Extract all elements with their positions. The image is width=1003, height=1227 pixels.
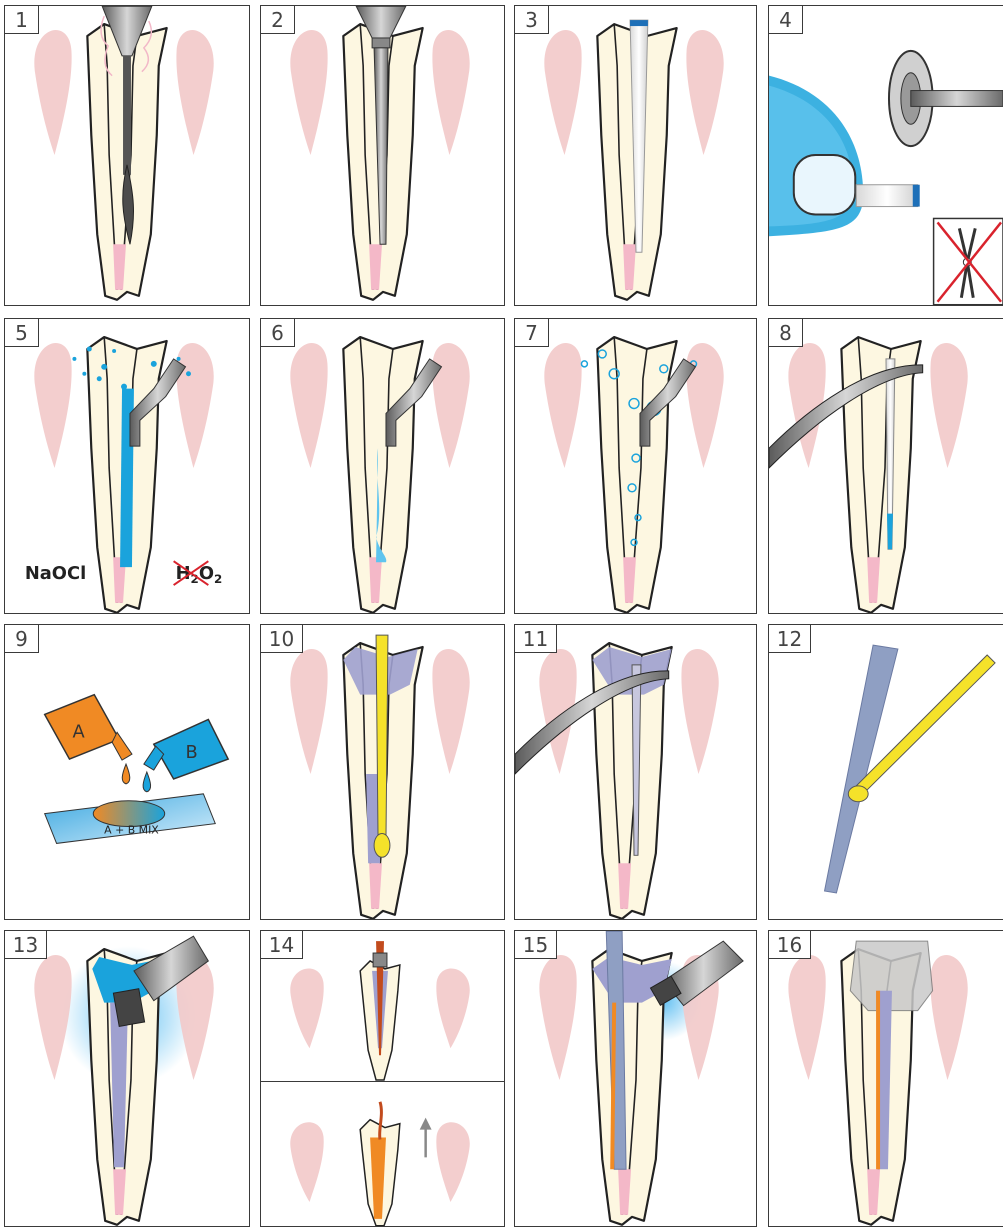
h2o2-crossed-label: H2O2	[174, 561, 223, 586]
step-number: 7	[515, 319, 549, 347]
tooth-illustration	[261, 319, 504, 613]
tooth-illustration	[5, 6, 249, 305]
step-number: 13	[5, 931, 47, 959]
step-number: 11	[515, 625, 557, 653]
step-panel-9: A + B MIX A B 9	[4, 624, 250, 920]
step-number: 15	[515, 931, 557, 959]
tooth-illustration	[515, 319, 756, 613]
step-number: 10	[261, 625, 303, 653]
mixing-illustration: A + B MIX A B	[5, 625, 249, 919]
step-panel-16: 16	[768, 930, 1003, 1227]
tooth-illustration	[515, 625, 756, 919]
step-panel-3: 3	[514, 5, 757, 306]
step-panel-4: 4	[768, 5, 1003, 306]
step-number: 9	[5, 625, 39, 653]
step-number: 14	[261, 931, 303, 959]
step-panel-6: 6	[260, 318, 505, 614]
step-panel-10: 10	[260, 624, 505, 920]
tooth-illustration	[515, 6, 756, 305]
naocl-label: NaOCl	[25, 563, 86, 584]
step-number: 8	[769, 319, 803, 347]
step-number: 6	[261, 319, 295, 347]
step-12-illustration	[769, 625, 1003, 919]
tooth-illustration	[261, 625, 504, 919]
tooth-illustration	[769, 931, 1003, 1226]
step-number: 2	[261, 6, 295, 34]
step-panel-7: 7	[514, 318, 757, 614]
dropper-bottle-icon: B	[144, 719, 228, 779]
step-panel-8: 8	[768, 318, 1003, 614]
tooth-illustration-pair	[261, 931, 504, 1226]
step-panel-13: 13	[4, 930, 250, 1227]
step-4-illustration	[769, 6, 1003, 305]
step-number: 16	[769, 931, 811, 959]
arrow-up-icon	[420, 1118, 432, 1158]
step-number: 4	[769, 6, 803, 34]
svg-text:A: A	[72, 721, 85, 742]
tooth-illustration: NaOCl H2O2	[5, 319, 249, 613]
tooth-illustration	[261, 6, 504, 305]
step-number: 12	[769, 625, 811, 653]
step-panel-5: NaOCl H2O2 5	[4, 318, 250, 614]
step-number: 3	[515, 6, 549, 34]
tooth-illustration	[769, 319, 1003, 613]
step-panel-2: 2	[260, 5, 505, 306]
svg-text:B: B	[186, 742, 198, 763]
step-number: 5	[5, 319, 39, 347]
step-panel-1: 1	[4, 5, 250, 306]
lentulo-icon	[376, 635, 388, 838]
step-panel-11: 11	[514, 624, 757, 920]
mix-label: A + B MIX	[104, 823, 159, 836]
dropper-bottle-icon: A	[45, 695, 132, 760]
tooth-illustration	[515, 931, 756, 1226]
tooth-illustration	[5, 931, 249, 1226]
fiber-post-icon	[856, 185, 917, 207]
step-panel-12: 12	[768, 624, 1003, 920]
step-number: 1	[5, 6, 39, 34]
step-panel-14: 14	[260, 930, 505, 1227]
step-panel-15: 15	[514, 930, 757, 1227]
